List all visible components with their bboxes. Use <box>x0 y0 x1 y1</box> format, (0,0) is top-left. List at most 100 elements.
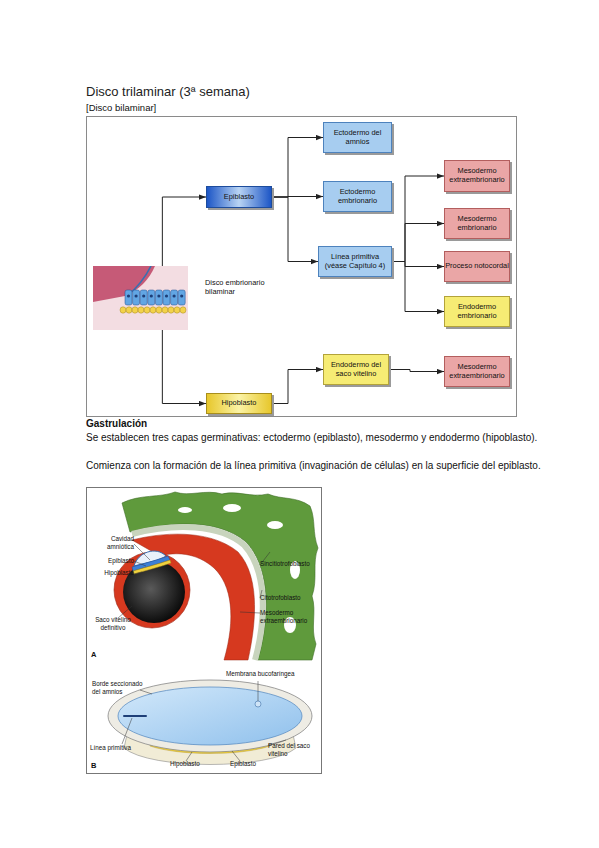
illustration-shape <box>134 572 142 574</box>
figure-label: Pared del saco vitelino <box>268 742 312 757</box>
flow-arrow <box>392 224 444 262</box>
cell-nucleus <box>150 294 153 297</box>
epiblast-cell <box>125 290 132 305</box>
hypoblast-cell <box>132 307 138 313</box>
cell-nucleus <box>142 294 145 297</box>
illustration-shape <box>134 561 146 566</box>
figure-label: Membrana bucofaríngea <box>226 670 306 678</box>
hypoblast-cell <box>162 307 168 313</box>
illustration-shape <box>240 612 260 613</box>
figure-label: Mesodermo extraembrionario <box>260 609 318 624</box>
panel-letter: A <box>91 650 103 659</box>
lacuna <box>223 504 241 512</box>
figure-label: Epiblasto <box>94 557 134 565</box>
node-text: Disco embrionario bilaminar <box>205 279 267 297</box>
hypoblast-cell <box>168 307 174 313</box>
process-box: Endodermo del saco vitelino <box>323 354 389 385</box>
hypoblast-layer <box>133 560 171 574</box>
epiblast-cell <box>163 290 170 305</box>
amnion-cut-edge <box>108 680 312 752</box>
cell-nucleus <box>127 294 130 297</box>
hypoblast-cell <box>138 307 144 313</box>
figure-label: Línea primitiva <box>90 744 150 752</box>
flow-arrow <box>162 330 206 404</box>
flow-arrow <box>389 370 444 372</box>
illustration-node: Disco embrionario bilaminar <box>93 266 188 330</box>
extraembryonic-mesoderm <box>132 534 255 660</box>
flow-arrow <box>272 138 323 198</box>
node-text: Proceso notocordal <box>445 262 509 271</box>
illustration-shape <box>122 718 132 744</box>
node-text: Epiblasto <box>224 193 254 202</box>
chorion-villi <box>122 492 318 660</box>
node-text: Hipoblasto <box>222 399 257 408</box>
lacuna <box>267 521 283 529</box>
process-box: Ectodermo del amnios <box>323 122 392 153</box>
illustration-shape <box>140 690 152 694</box>
node-text: Ectodermo del amnios <box>324 129 391 146</box>
figure-label: Hipoblasto <box>170 760 210 768</box>
section-note: [Disco bilaminar] <box>86 102 286 113</box>
process-box: Línea primitiva (véase Capítulo 4) <box>318 246 392 277</box>
node-text: Mesodermo extraembrionario <box>445 363 509 380</box>
epiblast-cell <box>133 290 140 305</box>
figure-label: Hipoblasto <box>92 569 134 577</box>
hypoblast-cell <box>120 307 126 313</box>
bilaminar-disc-art <box>93 266 188 330</box>
cell-nucleus <box>165 294 168 297</box>
flow-arrow <box>272 197 318 262</box>
flow-arrow <box>272 196 323 198</box>
hypoblast-cell <box>156 307 162 313</box>
cell-nucleus <box>173 294 176 297</box>
node-text: Endodermo embrionario <box>445 303 509 320</box>
illustration-shape <box>232 751 240 761</box>
flow-arrow <box>162 197 206 266</box>
body-text: Se establecen tres capas germinativas: e… <box>86 431 564 445</box>
figure-label: Epiblasto <box>230 760 270 768</box>
figure-label: Sincitiotrofoblasto <box>260 560 320 568</box>
primitive-streak <box>124 715 146 717</box>
epiblast-cell <box>171 290 178 305</box>
illustration-shape <box>186 752 192 761</box>
figure-label: Cavidad amniótica <box>96 535 134 550</box>
node-text: Endodermo del saco vitelino <box>324 361 388 378</box>
process-box: Proceso notocordal <box>444 251 510 282</box>
cell-nucleus <box>135 294 138 297</box>
amniotic-cavity <box>134 551 166 566</box>
figure-label: Citotrofoblasto <box>260 594 318 602</box>
process-box: Epiblasto <box>206 186 272 208</box>
node-text: Línea primitiva (véase Capítulo 4) <box>319 253 391 270</box>
hypoblast-cell <box>180 307 186 313</box>
figure-b <box>108 680 312 765</box>
illustration-shape <box>134 544 150 560</box>
flow-arrow <box>272 370 323 404</box>
cell-nucleus <box>157 294 160 297</box>
process-box: Hipoblasto <box>206 393 272 414</box>
flow-arrow <box>392 262 444 312</box>
tissue-background <box>93 266 188 330</box>
cell-nucleus <box>180 294 183 297</box>
cytotrophoblast-band <box>132 527 263 660</box>
node-text: Mesodermo extraembrionario <box>445 167 509 184</box>
node-text: Mesodermo embrionario <box>445 215 509 232</box>
flow-arrow <box>392 176 444 262</box>
figure-label: Saco vitelino definitivo <box>90 616 136 631</box>
flow-arrow <box>392 262 444 267</box>
process-box: Mesodermo extraembrionario <box>444 356 510 387</box>
hypoblast-strip <box>150 742 270 754</box>
process-box: Endodermo embrionario <box>444 296 510 327</box>
figure-label: Borde seccionado del amnios <box>92 680 150 695</box>
epiblast-layer <box>132 556 170 571</box>
leader-lines <box>118 544 270 618</box>
page-title: Disco trilaminar (3ª semana) <box>86 84 250 99</box>
epiblast-cell <box>148 290 155 305</box>
figure-a <box>114 492 318 660</box>
embryonic-disc <box>118 687 302 745</box>
illustration-shape <box>258 681 259 701</box>
node-text: Ectodermo embrionario <box>324 188 391 205</box>
hypoblast-cell <box>174 307 180 313</box>
body-text: Comienza con la formación de la línea pr… <box>86 459 564 473</box>
process-box: Mesodermo extraembrionario <box>444 160 510 192</box>
